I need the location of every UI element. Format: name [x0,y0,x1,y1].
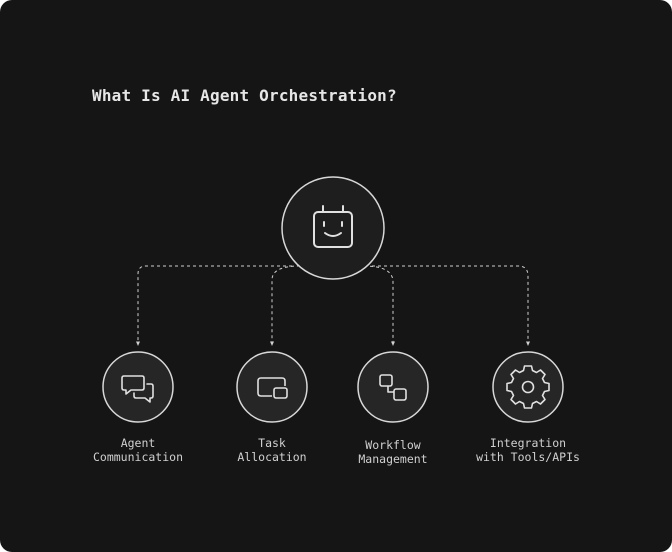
node-workflow-management [357,351,429,423]
node-agent-communication [102,351,174,423]
label-agent-communication: Agent Communication [68,436,208,464]
label-line: Allocation [237,450,307,464]
label-integration: Integration with Tools/APIs [458,436,598,464]
connector-workflow-management [363,265,395,346]
hub-node [281,176,385,280]
label-line: Integration [489,436,567,450]
label-task-allocation: Task Allocation [202,436,342,464]
connector-agent-communication [136,265,292,346]
connector-integration [372,265,530,346]
robot-face-icon [313,205,353,248]
gear-icon [506,365,550,409]
label-line: Agent [120,436,156,450]
label-line: Management [358,452,428,466]
label-line: Task [258,436,286,450]
node-integration [492,351,564,423]
label-line: Communication [92,450,183,464]
diagram-title: What Is AI Agent Orchestration? [92,86,397,105]
connector-task-allocation [270,265,301,346]
label-line: Workflow [365,438,421,452]
label-line: with Tools/APIs [476,450,580,464]
workflow-icon [379,374,407,401]
node-task-allocation [236,351,308,423]
chat-bubbles-icon [121,375,154,403]
label-workflow-management: Workflow Management [323,438,463,466]
task-allocation-icon [257,377,288,399]
